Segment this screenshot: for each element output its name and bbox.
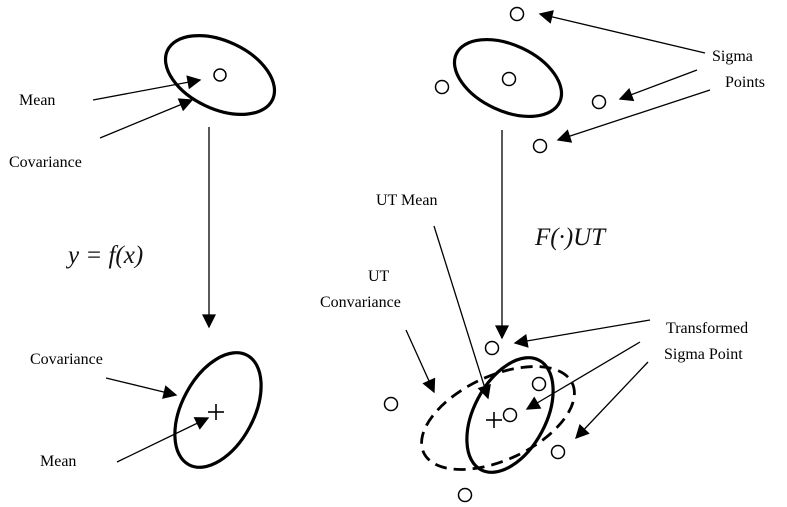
transformed-point-5 <box>457 487 473 503</box>
transformed-point-1 <box>484 340 500 356</box>
arrow-sigma-1 <box>538 10 706 54</box>
sigma-covariance-ellipse <box>452 37 564 119</box>
arrow-sigma-2 <box>618 69 698 102</box>
true-covariance-ellipse <box>465 356 555 474</box>
output-covariance-ellipse <box>173 351 263 469</box>
label-covariance-bottom: Covariance <box>30 351 103 368</box>
transformed-point-3 <box>383 396 399 412</box>
arrow-transformed-2 <box>525 341 641 410</box>
arrow-covariance-bottom <box>105 377 178 399</box>
arrow-mean-top <box>92 75 202 101</box>
transformed-point-4 <box>550 444 566 460</box>
label-mean-top: Mean <box>19 92 55 109</box>
label-ut-covariance-line-2: Convariance <box>320 294 401 311</box>
sigma-point-center <box>501 71 517 87</box>
sigma-point-2 <box>434 79 450 95</box>
arrow-ut-covariance <box>405 329 436 394</box>
input-mean-point <box>213 68 227 82</box>
label-ut-mean: UT Mean <box>376 192 437 209</box>
arrow-transformed-1 <box>513 319 651 348</box>
ut-mean-plus <box>486 412 502 428</box>
label-mean-bottom: Mean <box>40 453 76 470</box>
transformed-point-2 <box>531 376 547 392</box>
left-panel: Mean Covariance y = f(x) Covariance Mean <box>9 34 277 470</box>
transformed-point-center <box>502 407 518 423</box>
label-transformed-line-2: Sigma Point <box>664 346 743 363</box>
arrow-mean-bottom <box>116 417 210 463</box>
sigma-point-3 <box>591 94 607 110</box>
input-covariance-ellipse <box>163 34 277 116</box>
label-covariance-top: Covariance <box>9 154 82 171</box>
transform-ut: F(·)UT <box>534 224 607 251</box>
ut-covariance-ellipse <box>420 365 576 471</box>
right-panel: Sigma Points F(·)UT UT Mean UT Convarian… <box>320 6 765 503</box>
label-sigma-line-1: Sigma <box>712 48 753 65</box>
arrow-sigma-3 <box>556 89 711 143</box>
transform-equation: y = f(x) <box>65 242 143 269</box>
label-transformed-line-1: Transformed <box>666 320 748 337</box>
label-sigma-line-2: Points <box>725 74 765 91</box>
arrow-ut-mean <box>433 225 491 400</box>
output-mean-plus <box>208 404 224 420</box>
arrow-transformed-3 <box>575 361 649 440</box>
sigma-point-4 <box>532 138 548 154</box>
arrow-covariance-top <box>99 98 194 139</box>
label-ut-covariance-line-1: UT <box>368 268 390 285</box>
sigma-point-1 <box>509 6 525 22</box>
